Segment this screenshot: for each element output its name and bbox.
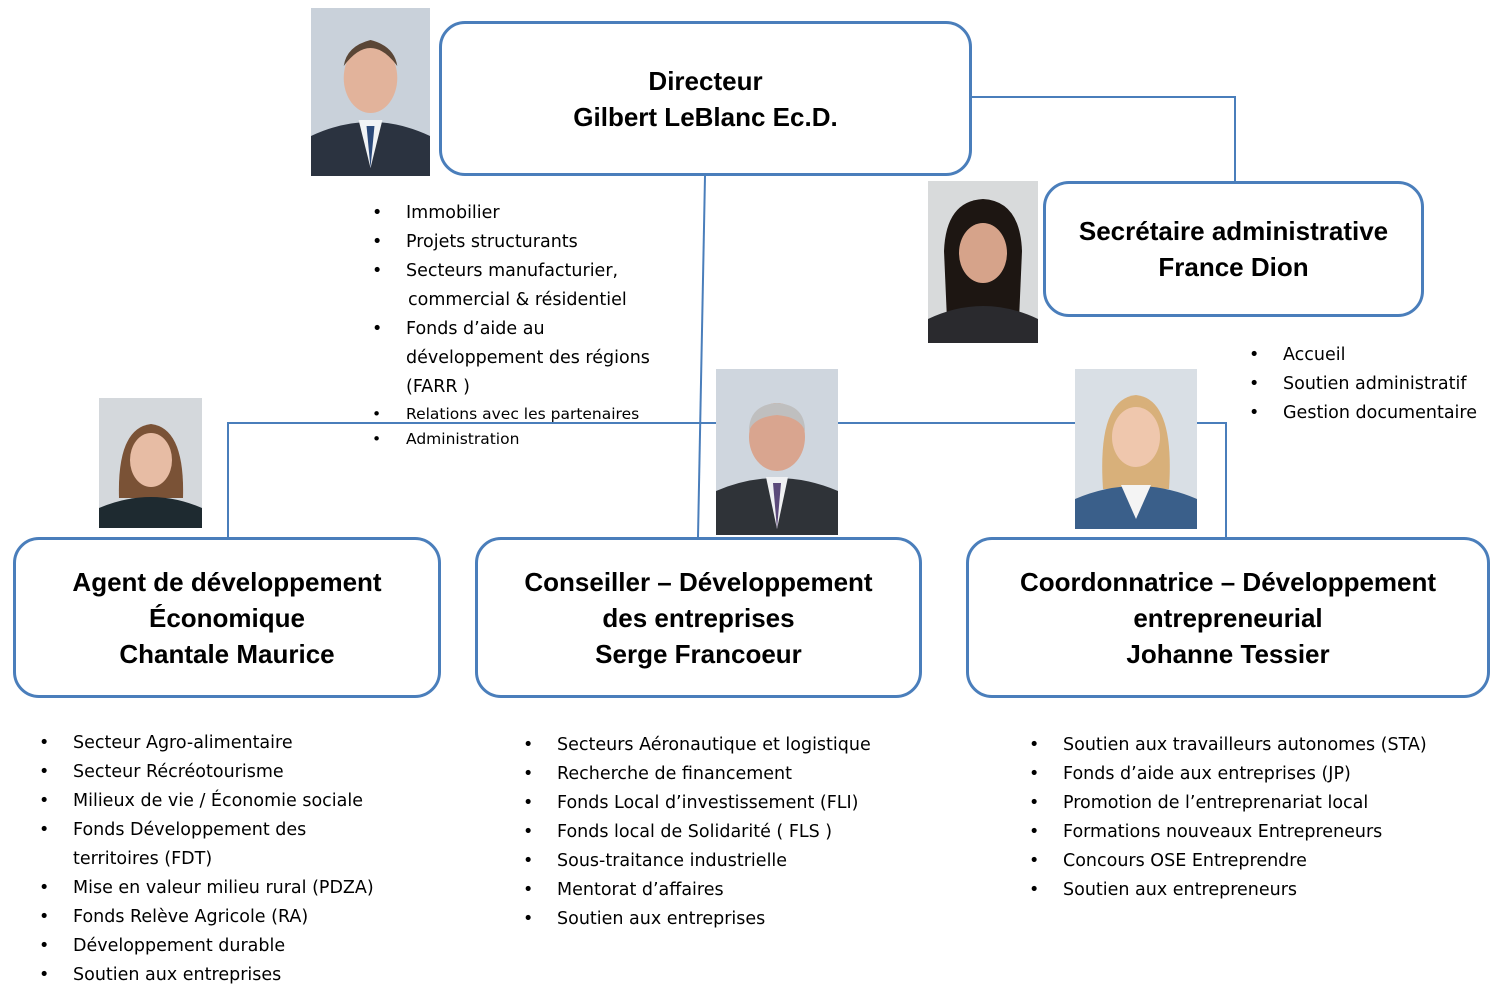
duty-item: Fonds Relève Agricole (RA) (39, 903, 374, 932)
advisor-role-line2: des entreprises (602, 602, 795, 633)
duty-item: Administration (372, 427, 650, 452)
director-box: Directeur Gilbert LeBlanc Ec.D. (439, 21, 972, 176)
photo-director (311, 8, 430, 176)
connector-director-advisor (697, 175, 706, 538)
duty-item: Soutien aux entreprises (523, 905, 871, 934)
secretary-name: France Dion (1158, 252, 1309, 282)
duty-item: Fonds d’aide au (372, 315, 650, 344)
photo-coordinator (1075, 369, 1197, 529)
duty-item: Mentorat d’affaires (523, 876, 871, 905)
duty-item: Recherche de financement (523, 760, 871, 789)
duty-item: Soutien aux travailleurs autonomes (STA) (1029, 731, 1427, 760)
agent-role-line1: Agent de développement (72, 566, 382, 597)
duty-item: Relations avec les partenaires (372, 402, 650, 427)
coordinator-box: Coordonnatrice – Développement entrepren… (966, 537, 1490, 698)
duty-item: Gestion documentaire (1249, 399, 1477, 428)
director-name: Gilbert LeBlanc Ec.D. (573, 101, 838, 132)
duty-item-continuation: commercial & résidentiel (408, 290, 627, 310)
duty-item: Secteur Agro-alimentaire (39, 729, 374, 758)
duty-item: Concours OSE Entreprendre (1029, 847, 1427, 876)
duty-item: Projets structurants (372, 228, 650, 257)
photo-advisor (716, 369, 838, 535)
photo-agent (99, 398, 202, 528)
duty-item: Soutien administratif (1249, 370, 1477, 399)
duty-item-continuation: territoires (FDT) (73, 849, 213, 869)
duty-item: Secteur Récréotourisme (39, 758, 374, 787)
secretary-role: Secrétaire administrative (1078, 216, 1389, 246)
coordinator-role-line1: Coordonnatrice – Développement (1019, 566, 1437, 597)
duty-item: Sous-traitance industrielle (523, 847, 871, 876)
advisor-role-line1: Conseiller – Développement (524, 566, 873, 597)
duty-item: Promotion de l’entreprenariat local (1029, 789, 1427, 818)
duty-item: Secteurs Aéronautique et logistique (523, 731, 871, 760)
connector-director-secretary (972, 96, 1236, 181)
advisor-duties: Secteurs Aéronautique et logistique Rech… (523, 731, 871, 934)
coordinator-duties: Soutien aux travailleurs autonomes (STA)… (1029, 731, 1427, 905)
agent-name: Chantale Maurice (119, 638, 335, 669)
secretary-box: Secrétaire administrative France Dion (1043, 181, 1424, 317)
duty-item: Fonds Développement des (39, 816, 374, 845)
duty-item: Secteurs manufacturier, (372, 257, 650, 286)
duty-item: Fonds Local d’investissement (FLI) (523, 789, 871, 818)
duty-item: Fonds d’aide aux entreprises (JP) (1029, 760, 1427, 789)
agent-duties: Secteur Agro-alimentaire Secteur Récréot… (39, 729, 374, 990)
duty-item: Soutien aux entrepreneurs (1029, 876, 1427, 905)
advisor-name: Serge Francoeur (595, 638, 802, 669)
secretary-duties: Accueil Soutien administratif Gestion do… (1249, 341, 1477, 428)
coordinator-role-line2: entrepreneurial (1133, 602, 1323, 633)
duty-item: Fonds local de Solidarité ( FLS ) (523, 818, 871, 847)
duty-item-continuation: (FARR ) (406, 377, 470, 397)
duty-item: Milieux de vie / Économie sociale (39, 787, 374, 816)
advisor-box: Conseiller – Développement des entrepris… (475, 537, 922, 698)
duty-item: Soutien aux entreprises (39, 961, 374, 990)
coordinator-name: Johanne Tessier (1126, 638, 1330, 669)
duty-item: Développement durable (39, 932, 374, 961)
agent-role-line2: Économique (148, 602, 305, 633)
photo-secretary (928, 181, 1038, 343)
duty-item-continuation: développement des régions (406, 348, 650, 368)
director-role: Directeur (648, 65, 763, 96)
duty-item: Immobilier (372, 199, 650, 228)
duty-item: Mise en valeur milieu rural (PDZA) (39, 874, 374, 903)
director-duties: Immobilier Projets structurants Secteurs… (372, 199, 650, 452)
duty-item: Formations nouveaux Entrepreneurs (1029, 818, 1427, 847)
agent-box: Agent de développement Économique Chanta… (13, 537, 441, 698)
duty-item: Accueil (1249, 341, 1477, 370)
